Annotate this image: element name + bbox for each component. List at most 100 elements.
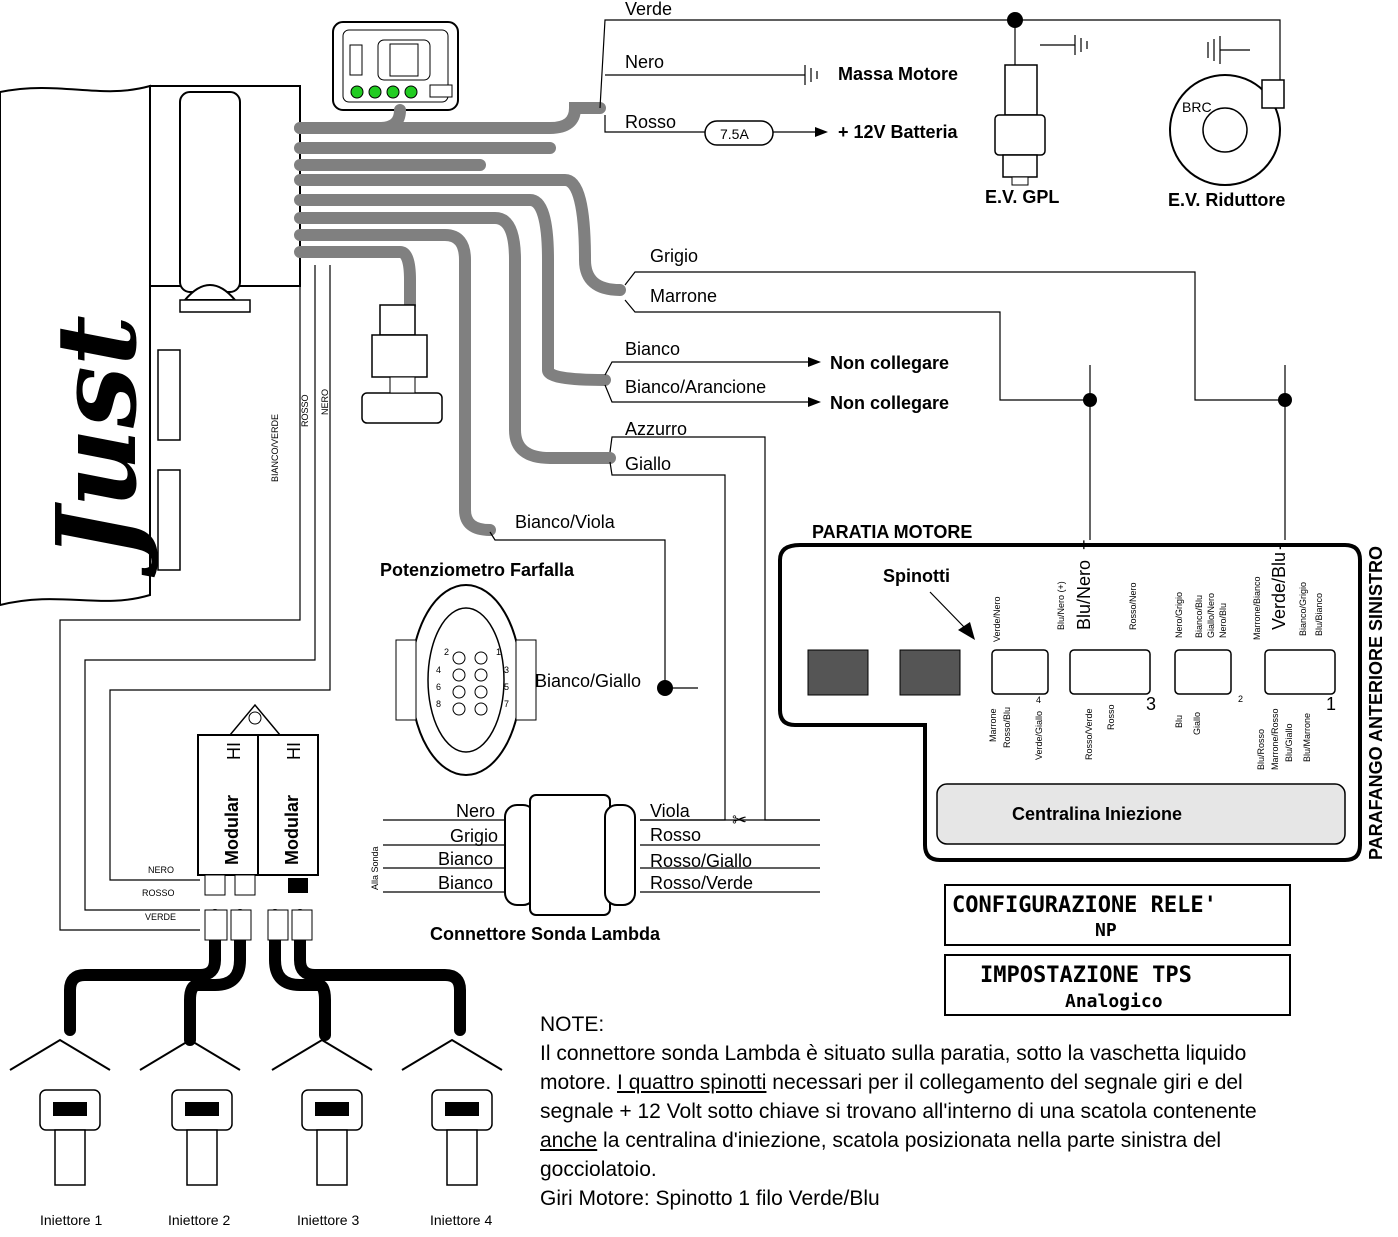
ev-gpl: E.V. GPL: [985, 35, 1088, 207]
non-collegare-2: Non collegare: [830, 393, 949, 413]
injector-4: Iniettore 4: [401, 1038, 503, 1228]
lambda-left-4: Bianco: [438, 873, 493, 893]
wire-bianco-label: Bianco: [625, 339, 680, 359]
blu-nero-plus: +: [1074, 539, 1094, 550]
fuse-label: 7.5A: [720, 126, 749, 142]
ev-gpl-label: E.V. GPL: [985, 187, 1059, 207]
wire-bianco-arancione-label: Bianco/Arancione: [625, 377, 766, 397]
massa-motore-label: Massa Motore: [838, 64, 958, 84]
notes-text-b: necessari per il collegamento del segnal…: [540, 1071, 1257, 1123]
pin-bottom-2: Rosso/Blu: [1002, 707, 1012, 748]
potenziometro-farfalla: Potenziometro Farfalla 2 1 4 3 6 5 8 7: [380, 560, 575, 776]
scissors-icon: ✂: [732, 810, 747, 830]
notes-underline-anche: anche: [540, 1129, 598, 1152]
wire-rosso-top-label: Rosso: [625, 112, 676, 132]
verde-blu-label: Verde/Blu: [1269, 552, 1289, 630]
modular-2-hi: HI: [284, 742, 304, 760]
notes-block: NOTE: Il connettore sonda Lambda è situa…: [540, 1010, 1280, 1213]
pot-pin-8: 8: [436, 699, 441, 709]
ecu-brand-label: Just: [32, 315, 161, 578]
injector-4-label: Iniettore 4: [430, 1212, 492, 1228]
wire-nero-top-label: Nero: [625, 52, 664, 72]
switch-panel: [332, 21, 459, 111]
pin-top-3: Rosso/Nero: [1128, 582, 1138, 630]
fuse: [704, 120, 774, 146]
wire-giallo-label: Giallo: [625, 454, 671, 474]
pin-bottom-6: Blu: [1174, 715, 1184, 728]
pin-bottom-9: Marrone/Rosso: [1270, 708, 1280, 770]
ev-riduttore: BRC E.V. Riduttore: [1168, 36, 1285, 210]
pin-bottom-10: Blu/Giallo: [1284, 723, 1294, 762]
paratia-title: PARATIA MOTORE: [812, 522, 972, 542]
lambda-left-2: Grigio: [450, 826, 498, 846]
connector-number-3: 3: [1146, 694, 1156, 714]
tps-line2: Analogico: [1065, 991, 1163, 1012]
parafango-label: PARAFANGO ANTERIORE SINISTRO: [1366, 546, 1386, 860]
wire-bianco-viola-label: Bianco/Viola: [515, 512, 616, 532]
pin-top-10: Blu/Bianco: [1314, 593, 1324, 636]
modular-rosso-label: ROSSO: [142, 888, 175, 898]
wire-verde-label: Verde: [625, 0, 672, 19]
modular-1-label: Modular: [222, 795, 242, 865]
pot-pin-7: 7: [504, 699, 509, 709]
pin-top-8: Marrone/Bianco: [1252, 576, 1262, 640]
wire-grigio-label: Grigio: [650, 246, 698, 266]
lambda-right-4: Rosso/Verde: [650, 873, 753, 893]
pin-top-6: Giallo/Nero: [1206, 593, 1216, 638]
injector-2-label: Iniettore 2: [168, 1212, 230, 1228]
config-rele-line2: NP: [1095, 920, 1117, 941]
injector-1-label: Iniettore 1: [40, 1212, 102, 1228]
centralina-label: Centralina Iniezione: [1012, 804, 1182, 824]
connector-number-2: 2: [1238, 694, 1243, 704]
notes-text-c: la centralina d'iniezione, scatola posiz…: [540, 1129, 1222, 1181]
modular-units: HI Modular HI Modular NERO ROSSO VERDE: [142, 703, 319, 922]
sensor-connector: [361, 304, 443, 424]
wire-nero-label: NERO: [320, 389, 330, 415]
config-rele-line1: CONFIGURAZIONE RELE': [952, 893, 1217, 918]
notes-heading: NOTE:: [540, 1013, 605, 1036]
paratia-panel: PARATIA MOTORE PARAFANGO ANTERIORE SINIS…: [778, 522, 1386, 862]
batteria-label: + 12V Batteria: [838, 122, 959, 142]
lambda-connector: Alla Sonda Nero Grigio Bianco Bianco Vio…: [370, 794, 820, 944]
pin-top-4: Nero/Grigio: [1174, 592, 1184, 638]
tps-line1: IMPOSTAZIONE TPS: [980, 963, 1192, 988]
verde-blu-minus: -: [1269, 544, 1289, 550]
ev-riduttore-label: E.V. Riduttore: [1168, 190, 1285, 210]
injector-3-label: Iniettore 3: [297, 1212, 359, 1228]
notes-paragraph: Il connettore sonda Lambda è situato sul…: [540, 1039, 1280, 1184]
injector-2: Iniettore 2: [139, 1038, 241, 1228]
connector-number-4: 4: [1036, 695, 1041, 705]
signal-wires: Grigio Marrone Bianco Non collegare Bian…: [489, 246, 1292, 821]
config-rele-box: CONFIGURAZIONE RELE' NP: [944, 884, 1291, 946]
pin-top-1: Verde/Nero: [992, 596, 1002, 642]
injector-3: Iniettore 3: [271, 1038, 373, 1228]
wire-bianco-giallo-label: Bianco/Giallo: [535, 671, 641, 691]
pin-bottom-8: Blu/Rosso: [1256, 729, 1266, 770]
tps-box: IMPOSTAZIONE TPS Analogico: [944, 954, 1291, 1016]
spinotti-label: Spinotti: [883, 566, 950, 586]
lambda-right-1: Viola: [650, 801, 691, 821]
pin-bottom-11: Blu/Marrone: [1302, 713, 1312, 762]
injector-cables: [64, 909, 466, 1046]
wire-bianco-verde-label: BIANCO/VERDE: [270, 414, 280, 482]
modular-2-label: Modular: [282, 795, 302, 865]
modular-verde-label: VERDE: [145, 912, 176, 922]
pot-pin-4: 4: [436, 665, 441, 675]
power-wires: Verde Nero Massa Motore Rosso 7.5A + 12V…: [599, 0, 1281, 146]
pin-top-2: Blu/Nero (+): [1056, 581, 1066, 630]
notes-giri-motore: Giri Motore: Spinotto 1 filo Verde/Blu: [540, 1187, 880, 1210]
non-collegare-1: Non collegare: [830, 353, 949, 373]
lambda-left-3: Bianco: [438, 849, 493, 869]
brc-label: BRC: [1182, 99, 1212, 115]
pin-bottom-7: Giallo: [1192, 712, 1202, 735]
pot-pin-1: 1: [496, 647, 501, 657]
wire-marrone-label: Marrone: [650, 286, 717, 306]
modular-nero-label: NERO: [148, 865, 174, 875]
notes-underline-spinotti: I quattro spinotti: [617, 1071, 767, 1094]
pot-pin-5: 5: [504, 682, 509, 692]
pin-bottom-5: Rosso: [1106, 704, 1116, 730]
wire-rosso-label: ROSSO: [300, 394, 310, 427]
connector-number-1: 1: [1326, 694, 1336, 714]
harness-bundle: [294, 102, 626, 536]
pot-pin-2: 2: [444, 647, 449, 657]
